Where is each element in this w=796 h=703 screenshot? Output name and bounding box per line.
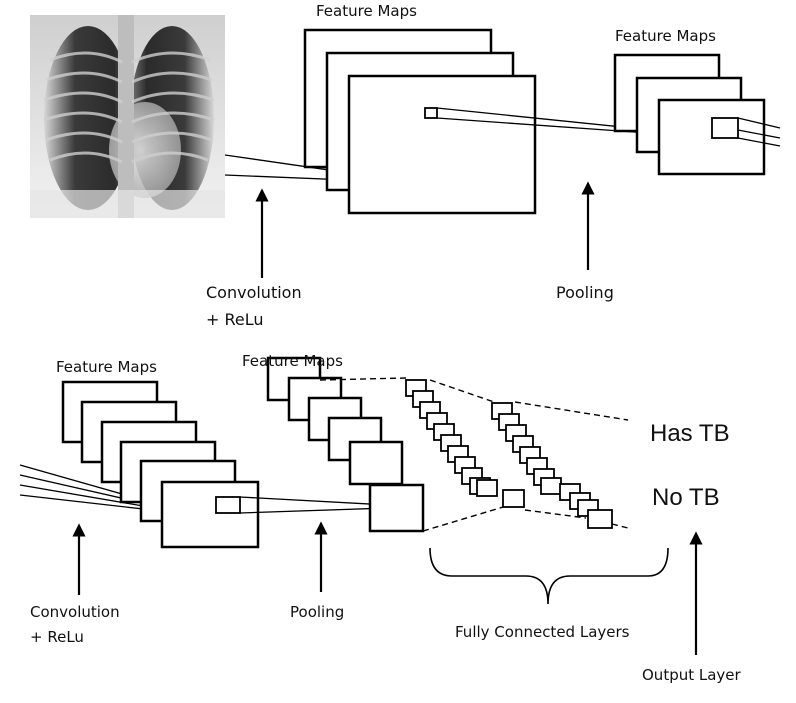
feature-maps-stack-4 — [266, 356, 425, 533]
feature-maps-stack-1 — [303, 28, 537, 215]
feature-maps-label-4: Feature Maps — [242, 352, 343, 370]
fully-connected-layer-2 — [491, 402, 613, 529]
pool2-projection-lines — [239, 496, 389, 514]
fully-connected-label: Fully Connected Layers — [455, 623, 630, 641]
chest-xray-image — [30, 15, 225, 218]
convolution-label-bottom: Convolution — [30, 603, 120, 621]
output-layer-label: Output Layer — [642, 666, 742, 684]
feature-maps-stack-3 — [61, 380, 260, 549]
feature-maps-label-3: Feature Maps — [56, 358, 157, 376]
convolution-label-top: Convolution — [206, 283, 302, 302]
fully-connected-layer-1 — [405, 379, 525, 508]
feature-maps-stack-2 — [613, 53, 781, 176]
fully-connected-bracket — [429, 547, 669, 605]
fully-connected-dashed-lines — [319, 377, 629, 532]
pooling-label-top: Pooling — [556, 283, 614, 302]
output-class-no-tb: No TB — [652, 484, 720, 511]
feature-maps-label-2: Feature Maps — [615, 27, 716, 45]
pooling-label-bottom: Pooling — [290, 603, 344, 621]
output-class-has-tb: Has TB — [650, 420, 730, 447]
feature-maps-label-1: Feature Maps — [316, 2, 417, 20]
relu-label-top: + ReLu — [206, 310, 264, 329]
relu-label-bottom: + ReLu — [30, 628, 84, 646]
